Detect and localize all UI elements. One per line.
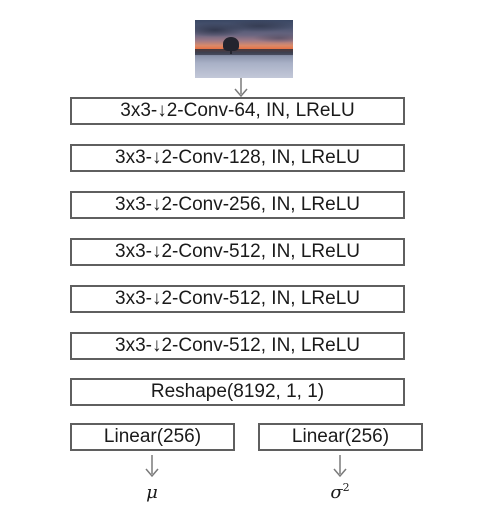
linear-head-mu-label: Linear(256) bbox=[103, 426, 202, 447]
reshape-layer: Reshape(8192, 1, 1) bbox=[70, 378, 405, 406]
conv-layer-6-label: 3x3-↓2-Conv-512, IN, LReLU bbox=[115, 335, 360, 356]
arrowhead-head1-output bbox=[145, 468, 159, 478]
conv-layer-4-label: 3x3-↓2-Conv-512, IN, LReLU bbox=[115, 241, 360, 262]
conv-layer-1-label: 3x3-↓2-Conv-64, IN, LReLU bbox=[120, 100, 355, 121]
output-mu: μ bbox=[132, 481, 172, 503]
conv-layer-1: 3x3-↓2-Conv-64, IN, LReLU bbox=[70, 97, 405, 125]
conv-layer-5: 3x3-↓2-Conv-512, IN, LReLU bbox=[70, 285, 405, 313]
conv-layer-5-label: 3x3-↓2-Conv-512, IN, LReLU bbox=[115, 288, 360, 309]
treeline bbox=[195, 49, 293, 55]
conv-layer-6: 3x3-↓2-Conv-512, IN, LReLU bbox=[70, 332, 405, 360]
conv-layer-2: 3x3-↓2-Conv-128, IN, LReLU bbox=[70, 144, 405, 172]
output-mu-symbol: μ bbox=[146, 482, 158, 503]
conv-layer-4: 3x3-↓2-Conv-512, IN, LReLU bbox=[70, 238, 405, 266]
output-sigma-squared: σ2 bbox=[320, 481, 360, 503]
linear-head-sigma-label: Linear(256) bbox=[291, 426, 390, 447]
linear-head-sigma: Linear(256) bbox=[258, 423, 423, 451]
conv-layer-3: 3x3-↓2-Conv-256, IN, LReLU bbox=[70, 191, 405, 219]
input-image bbox=[195, 20, 293, 78]
conv-layer-3-label: 3x3-↓2-Conv-256, IN, LReLU bbox=[115, 194, 360, 215]
arrowhead-head2-output bbox=[333, 468, 347, 478]
conv-layer-2-label: 3x3-↓2-Conv-128, IN, LReLU bbox=[115, 147, 360, 168]
reshape-layer-label: Reshape(8192, 1, 1) bbox=[150, 381, 325, 402]
linear-head-mu: Linear(256) bbox=[70, 423, 235, 451]
arrowhead-input-to-conv1 bbox=[234, 88, 248, 98]
output-sigma-sup: 2 bbox=[342, 481, 350, 494]
tree bbox=[223, 37, 239, 51]
tree-trunk bbox=[230, 48, 232, 54]
output-sigma-symbol: σ bbox=[330, 482, 343, 503]
sky-clouds bbox=[195, 20, 293, 46]
